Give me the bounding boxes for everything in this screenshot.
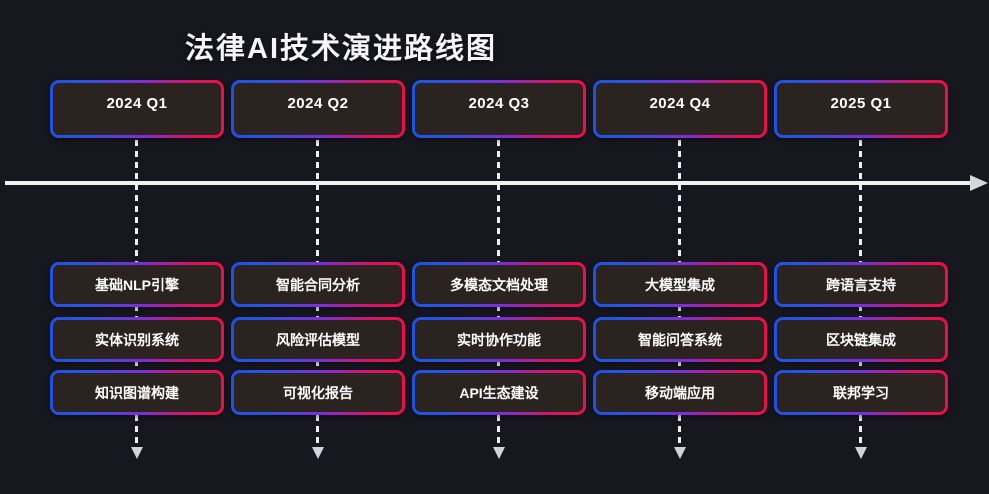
feature-box: 跨语言支持 [774, 262, 948, 307]
feature-box: 区块链集成 [774, 317, 948, 362]
quarter-label: 2024 Q1 [53, 83, 221, 135]
quarter-box: 2024 Q3 [412, 80, 586, 138]
feature-box: API生态建设 [412, 370, 586, 415]
timeline-column-2025-q1: 2025 Q1 跨语言支持 区块链集成 联邦学习 [774, 0, 948, 494]
feature-box: 可视化报告 [231, 370, 405, 415]
feature-label: 实体识别系统 [53, 320, 221, 359]
feature-label: 智能问答系统 [596, 320, 764, 359]
timeline-column-2024-q4: 2024 Q4 大模型集成 智能问答系统 移动端应用 [593, 0, 767, 494]
feature-box: 知识图谱构建 [50, 370, 224, 415]
quarter-box: 2024 Q1 [50, 80, 224, 138]
page-title: 法律AI技术演进路线图 [185, 33, 498, 65]
down-arrow-icon [312, 447, 324, 459]
feature-label: 基础NLP引擎 [53, 265, 221, 304]
feature-box: 风险评估模型 [231, 317, 405, 362]
down-arrow-icon [131, 447, 143, 459]
quarter-label: 2024 Q3 [415, 83, 583, 135]
feature-box: 移动端应用 [593, 370, 767, 415]
feature-label: API生态建设 [415, 373, 583, 412]
down-arrow-icon [855, 447, 867, 459]
feature-label: 实时协作功能 [415, 320, 583, 359]
down-arrow-icon [493, 447, 505, 459]
quarter-box: 2024 Q2 [231, 80, 405, 138]
feature-box: 多模态文档处理 [412, 262, 586, 307]
feature-box: 基础NLP引擎 [50, 262, 224, 307]
feature-label: 智能合同分析 [234, 265, 402, 304]
quarter-label: 2025 Q1 [777, 83, 945, 135]
feature-box: 智能问答系统 [593, 317, 767, 362]
quarter-label: 2024 Q4 [596, 83, 764, 135]
timeline-columns: 2024 Q1 基础NLP引擎 实体识别系统 知识图谱构建 2024 Q2 智能… [50, 0, 948, 494]
feature-label: 联邦学习 [777, 373, 945, 412]
feature-label: 移动端应用 [596, 373, 764, 412]
feature-label: 多模态文档处理 [415, 265, 583, 304]
timeline-right-arrow-icon [970, 175, 988, 191]
feature-box: 实体识别系统 [50, 317, 224, 362]
timeline-column-2024-q1: 2024 Q1 基础NLP引擎 实体识别系统 知识图谱构建 [50, 0, 224, 494]
feature-label: 区块链集成 [777, 320, 945, 359]
quarter-label: 2024 Q2 [234, 83, 402, 135]
quarter-box: 2025 Q1 [774, 80, 948, 138]
feature-label: 跨语言支持 [777, 265, 945, 304]
feature-label: 知识图谱构建 [53, 373, 221, 412]
timeline-axis [5, 181, 971, 185]
timeline-column-2024-q2: 2024 Q2 智能合同分析 风险评估模型 可视化报告 [231, 0, 405, 494]
feature-label: 大模型集成 [596, 265, 764, 304]
feature-label: 风险评估模型 [234, 320, 402, 359]
timeline-column-2024-q3: 2024 Q3 多模态文档处理 实时协作功能 API生态建设 [412, 0, 586, 494]
feature-box: 大模型集成 [593, 262, 767, 307]
quarter-box: 2024 Q4 [593, 80, 767, 138]
feature-box: 联邦学习 [774, 370, 948, 415]
feature-label: 可视化报告 [234, 373, 402, 412]
down-arrow-icon [674, 447, 686, 459]
feature-box: 智能合同分析 [231, 262, 405, 307]
feature-box: 实时协作功能 [412, 317, 586, 362]
